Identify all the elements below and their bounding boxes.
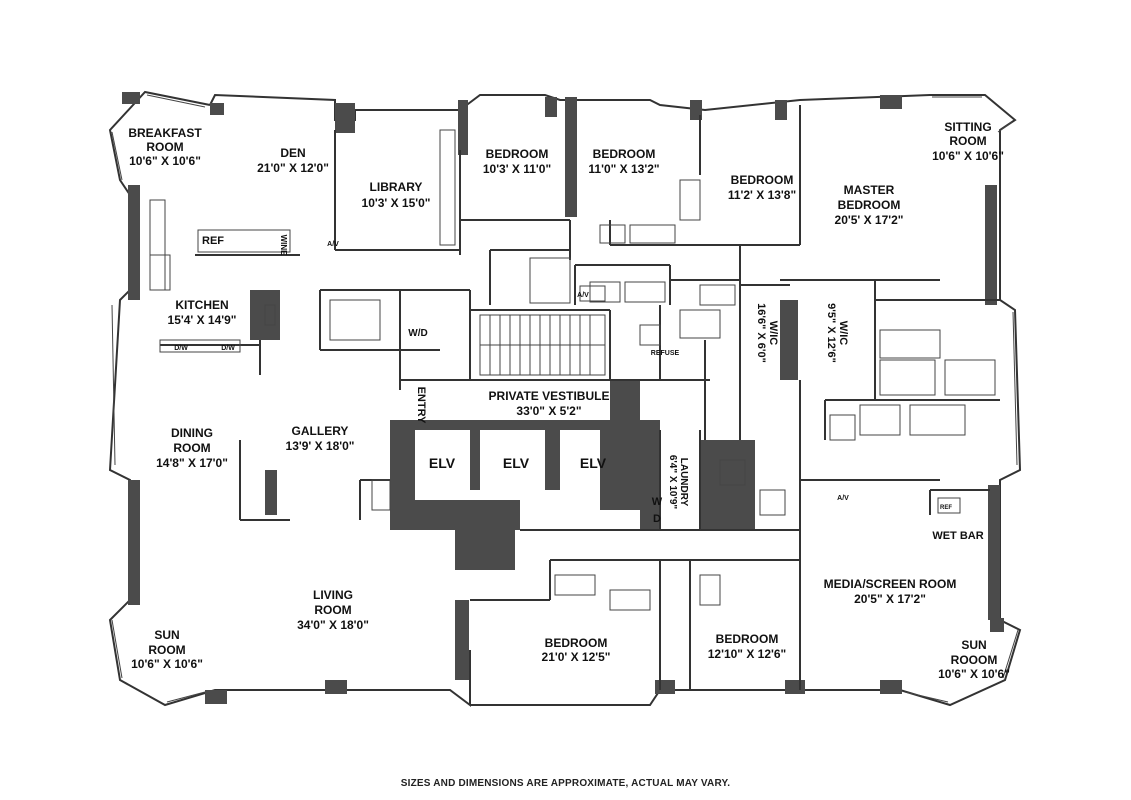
dishwasher-label-1: D/W [174, 345, 188, 352]
av-label-3: A/V [837, 495, 849, 502]
gallery-name: GALLERY [292, 424, 349, 438]
ref-label: REF [202, 235, 224, 247]
dining-room-name-2: ROOM [173, 441, 210, 455]
bedroom-1-dim: 10'3' X 11'0" [483, 162, 551, 176]
living-room-name-2: ROOM [314, 603, 351, 617]
master-bedroom-name: MASTER [844, 183, 895, 197]
bedroom-5-dim: 12'10" X 12'6" [708, 647, 786, 661]
media-room-dim: 20'5" X 17'2" [854, 592, 926, 606]
master-bedroom-dim: 20'5' X 17'2" [835, 213, 904, 227]
wic-2-name: W/IC [837, 321, 849, 345]
living-room-dim: 34'0" X 18'0" [297, 618, 369, 632]
washer-dryer-label: W/D [408, 328, 427, 339]
sun-room-right-name-2: ROOOM [951, 653, 998, 667]
breakfast-room-dim: 10'6" X 10'6" [129, 154, 201, 168]
wine-label: WINE [279, 235, 288, 257]
wic-1-name: W/IC [767, 321, 779, 345]
library-name: LIBRARY [370, 180, 423, 194]
elevator-2-label: ELV [503, 455, 530, 471]
media-room-name: MEDIA/SCREEN ROOM [824, 577, 957, 591]
living-room-name: LIVING [313, 588, 353, 602]
wic-2-dim: 9'5" X 12'6" [825, 303, 837, 363]
bedroom-1-name: BEDROOM [486, 147, 549, 161]
den-dim: 21'0" X 12'0" [257, 161, 329, 175]
bedroom-3-name: BEDROOM [731, 173, 794, 187]
bedroom-4-name: BEDROOM [545, 636, 608, 650]
dining-room-dim: 14'8" X 17'0" [156, 456, 228, 470]
master-bedroom-name-2: BEDROOM [838, 198, 901, 212]
ref-small-label: REF [940, 505, 952, 511]
breakfast-room-name: BREAKFAST [128, 126, 202, 140]
laundry-name: LAUNDRY [678, 458, 689, 507]
bedroom-2-name: BEDROOM [593, 147, 656, 161]
sitting-room-name-2: ROOM [949, 134, 986, 148]
library-dim: 10'3' X 15'0" [362, 196, 431, 210]
av-label-1: A/V [327, 241, 339, 248]
washer-label: W [652, 496, 663, 508]
vestibule-name: PRIVATE VESTIBULE [489, 389, 610, 403]
windows [111, 94, 1019, 703]
bedroom-3-dim: 11'2' X 13'8" [728, 188, 796, 202]
gallery-dim: 13'9' X 18'0" [286, 439, 355, 453]
disclaimer-footnote: SIZES AND DIMENSIONS ARE APPROXIMATE, AC… [400, 778, 731, 789]
dishwasher-label-2: D/W [221, 345, 235, 352]
bedroom-5-name: BEDROOM [716, 632, 779, 646]
sun-room-left-name-2: ROOM [148, 643, 185, 657]
wet-bar-label: WET BAR [932, 530, 983, 542]
entry-label: ENTRY [415, 387, 427, 425]
sun-room-right-name: SUN [961, 638, 986, 652]
fixtures [149, 129, 996, 611]
laundry-dim: 6'4" X 10'9" [667, 455, 678, 510]
bedroom-4-dim: 21'0' X 12'5" [542, 650, 611, 664]
kitchen-name: KITCHEN [175, 298, 228, 312]
sun-room-right-dim: 10'6" X 10'6" [938, 667, 1010, 681]
elevators [415, 432, 600, 488]
sun-room-left-dim: 10'6" X 10'6" [131, 657, 203, 671]
wic-1-dim: 16'6" X 6'0" [755, 303, 767, 363]
breakfast-room-name-2: ROOM [146, 140, 183, 154]
dining-room-name: DINING [171, 426, 213, 440]
sitting-room-name: SITTING [944, 120, 991, 134]
dryer-label: D [653, 513, 661, 525]
room-labels: BREAKFAST ROOM 10'6" X 10'6" DEN 21'0" X… [128, 120, 1010, 681]
sun-room-left-name: SUN [154, 628, 179, 642]
av-label-2: A/V [577, 292, 589, 299]
den-name: DEN [280, 146, 305, 160]
floor-plan: BREAKFAST ROOM 10'6" X 10'6" DEN 21'0" X… [108, 90, 1022, 707]
bedroom-2-dim: 11'0" X 13'2" [588, 162, 659, 176]
kitchen-dim: 15'4' X 14'9" [168, 313, 237, 327]
vestibule-dim: 33'0" X 5'2" [516, 404, 581, 418]
sitting-room-dim: 10'6" X 10'6" [932, 149, 1004, 163]
elevator-1-label: ELV [429, 455, 456, 471]
stairs [479, 314, 606, 376]
refuse-label: REFUSE [651, 350, 680, 357]
elevator-3-label: ELV [580, 455, 607, 471]
